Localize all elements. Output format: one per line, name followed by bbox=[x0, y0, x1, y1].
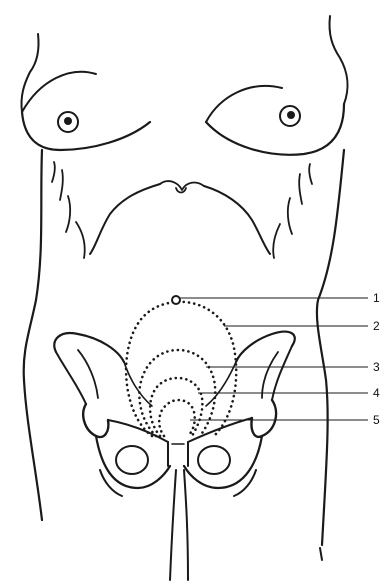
legs bbox=[170, 470, 188, 580]
callout-labels: 1 2 3 4 5 bbox=[373, 291, 380, 427]
fundal-curve-2 bbox=[126, 302, 236, 436]
fundal-curve-4 bbox=[150, 378, 202, 436]
rib-cage bbox=[52, 162, 312, 258]
callout-label-5: 5 bbox=[373, 413, 380, 427]
fundal-height-curves bbox=[126, 296, 236, 436]
callout-label-1: 1 bbox=[373, 291, 380, 305]
fundal-marker-1 bbox=[172, 296, 180, 304]
callout-label-2: 2 bbox=[373, 319, 380, 333]
pelvis bbox=[54, 332, 295, 496]
callout-label-4: 4 bbox=[373, 386, 380, 400]
breasts bbox=[22, 72, 344, 155]
callout-label-3: 3 bbox=[373, 360, 380, 374]
fundal-curve-5 bbox=[159, 400, 195, 436]
